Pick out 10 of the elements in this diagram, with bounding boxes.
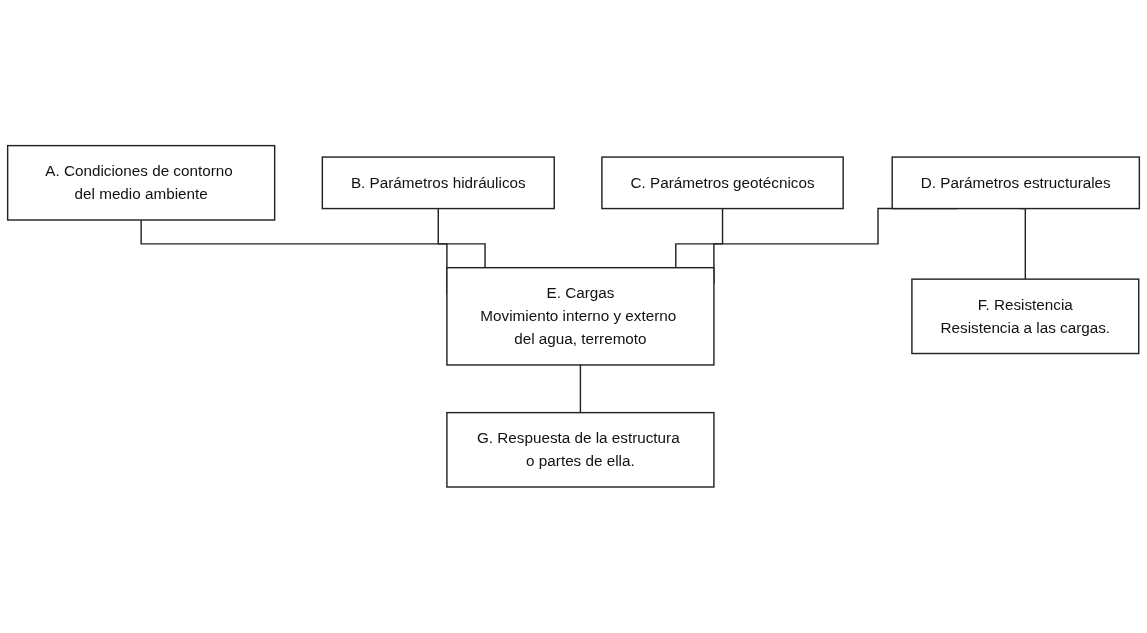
node-box: E. Cargas Movimiento interno y externo del agua, terremoto [446, 267, 715, 366]
node-box: F. Resistencia Resistencia a las cargas. [911, 278, 1140, 355]
connector [437, 208, 486, 269]
node-box: A. Condiciones de contorno del medio ambiente [6, 145, 276, 221]
connector [675, 208, 724, 269]
node-box: G. Respuesta de la estructura o partes de ella. [446, 412, 715, 488]
node-box: D. Parámetros estructurales [891, 156, 1141, 210]
node-box: B. Parámetros hidráulicos [321, 156, 555, 210]
connector [579, 364, 582, 414]
node-box: C. Parámetros geotécnicos [601, 156, 844, 210]
